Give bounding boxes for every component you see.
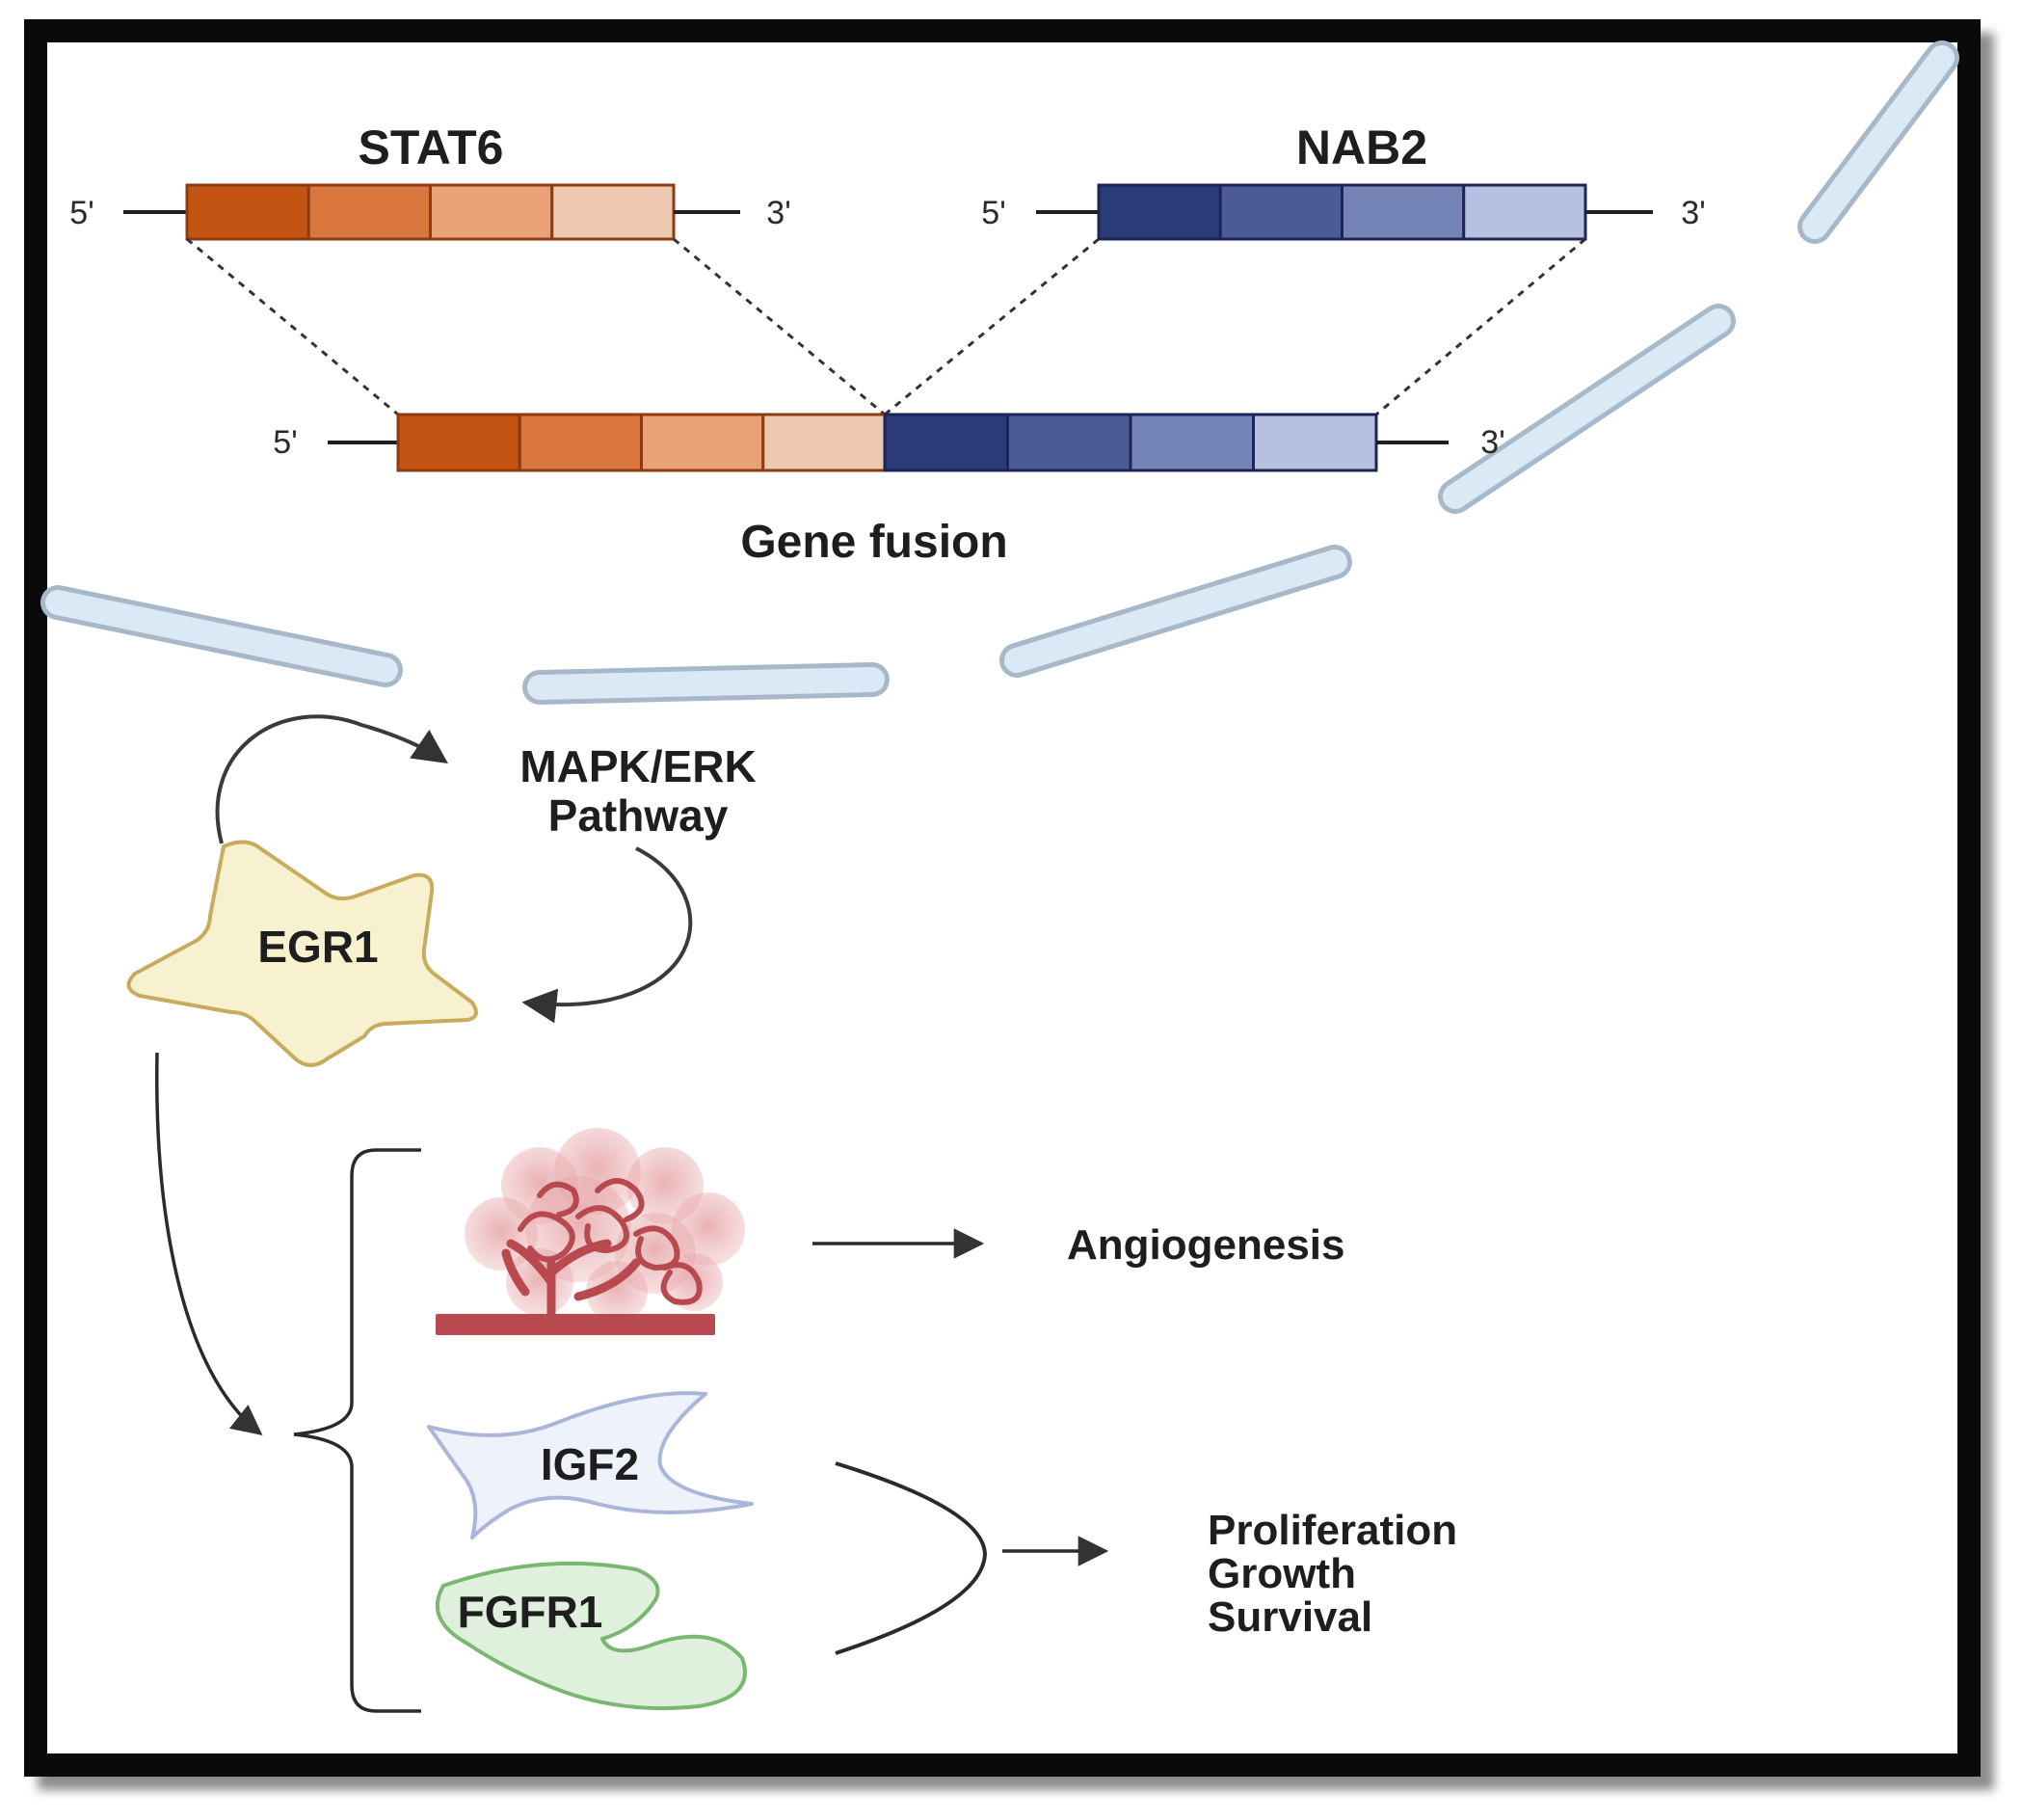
survival-label: Survival xyxy=(1208,1593,1372,1641)
growth-label: Growth xyxy=(1208,1550,1356,1597)
fusion-exons xyxy=(396,413,1378,472)
stat6-gene: STAT6 5' 3' xyxy=(69,120,791,241)
fusion-mapping-lines xyxy=(186,237,1586,416)
tumor-vessel-coils xyxy=(518,1178,703,1305)
nuclear-membrane xyxy=(40,40,1959,705)
stat6-exon-3 xyxy=(429,183,554,241)
tumor-cell-cluster xyxy=(465,1128,745,1323)
fgfr1-node: FGFR1 xyxy=(435,1561,747,1711)
mapping-line-nab2-right xyxy=(1375,237,1586,416)
pathway-label: Pathway xyxy=(548,790,729,841)
fusion-nab2-exon-1 xyxy=(883,413,1009,472)
mapk-erk-feedback-loop: MAPK/ERK Pathway xyxy=(215,714,757,1024)
egr1-node: EGR1 xyxy=(126,840,478,1067)
fusion-stat6-exon-1 xyxy=(396,413,521,472)
egr1-label: EGR1 xyxy=(257,922,378,972)
tumor-blood-vessel-branches xyxy=(501,1239,641,1330)
nab2-three-prime-label: 3' xyxy=(1681,195,1705,231)
fusion-nab2-exon-2 xyxy=(1006,413,1132,472)
nab2-gene: NAB2 5' 3' xyxy=(981,120,1706,241)
mapping-line-stat6-left xyxy=(186,237,399,416)
proliferation-label: Proliferation xyxy=(1208,1507,1457,1554)
fgfr1-label: FGFR1 xyxy=(458,1587,603,1637)
mapk-to-egr1-arrow xyxy=(521,846,693,1024)
gene-fusion-caption: Gene fusion xyxy=(740,517,1007,568)
membrane-segment-5 xyxy=(45,590,398,682)
growth-factor-grouping-bracket xyxy=(835,1461,988,1655)
fgfr1-shape xyxy=(435,1561,747,1711)
target-genes-brace xyxy=(293,1148,421,1713)
fusion-gene: 5' 3' Gene fusion xyxy=(273,413,1505,568)
fusion-stat6-exon-3 xyxy=(640,413,765,472)
angiogenesis-label: Angiogenesis xyxy=(1067,1221,1345,1269)
mapping-line-nab2-left xyxy=(884,237,1100,416)
igf2-label: IGF2 xyxy=(541,1439,639,1489)
igf2-node: IGF2 xyxy=(427,1391,754,1539)
nab2-exon-3 xyxy=(1341,183,1466,241)
nab2-exon-1 xyxy=(1097,183,1222,241)
stat6-three-prime-label: 3' xyxy=(766,195,790,231)
stat6-exon-2 xyxy=(306,183,432,241)
egr1-downstream-arrow xyxy=(155,1052,263,1435)
egr1-star-shape xyxy=(126,840,478,1067)
membrane-segment-2 xyxy=(1443,308,1731,509)
fusion-three-prime-label: 3' xyxy=(1480,424,1504,461)
tumor-cell-blob-9 xyxy=(586,1261,648,1323)
vascular-tumor-illustration xyxy=(436,1128,745,1335)
stat6-exon-1 xyxy=(185,183,310,241)
igf2-shape xyxy=(427,1391,754,1539)
nab2-exon-2 xyxy=(1218,183,1344,241)
egr1-to-mapk-arrow xyxy=(215,714,448,844)
fusion-stat6-exon-2 xyxy=(518,413,643,472)
fusion-five-prime-label: 5' xyxy=(273,424,297,461)
fusion-nab2-exon-4 xyxy=(1252,413,1378,472)
membrane-segment-3 xyxy=(1004,549,1347,673)
nab2-exon-4 xyxy=(1462,183,1587,241)
tumor-vessel-base xyxy=(436,1314,715,1335)
membrane-segment-1 xyxy=(1802,45,1955,239)
stat6-five-prime-label: 5' xyxy=(69,195,93,231)
fusion-stat6-exon-4 xyxy=(761,413,887,472)
nab2-exons xyxy=(1097,183,1587,241)
nab2-five-prime-label: 5' xyxy=(981,195,1005,231)
mapping-line-stat6-right xyxy=(673,237,886,416)
fusion-nab2-exon-3 xyxy=(1129,413,1255,472)
stat6-exons xyxy=(185,183,676,241)
stat6-title: STAT6 xyxy=(359,120,504,174)
mapk-erk-label: MAPK/ERK xyxy=(519,741,756,791)
stat6-exon-4 xyxy=(550,183,676,241)
membrane-segment-4 xyxy=(527,667,885,700)
nab2-title: NAB2 xyxy=(1296,120,1427,174)
